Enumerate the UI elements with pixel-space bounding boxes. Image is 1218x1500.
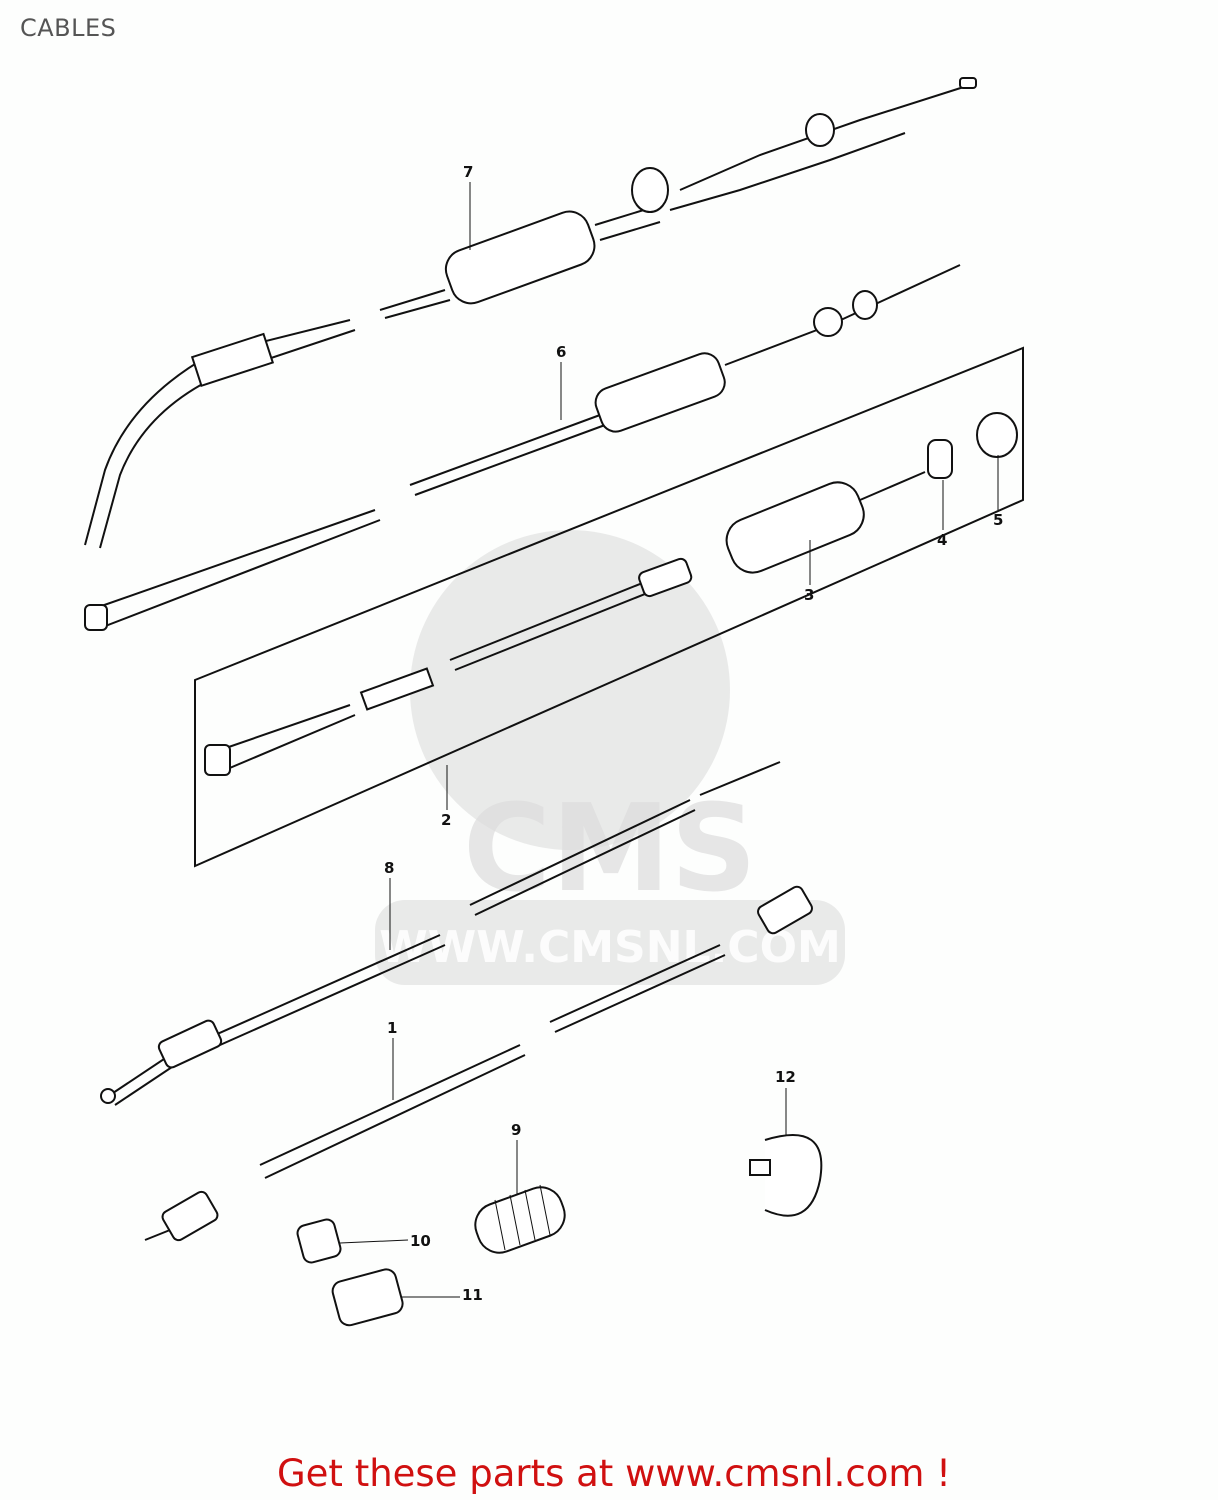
part-6-cable[interactable]: 6 [84, 264, 961, 631]
callout-4: 4 [937, 531, 947, 549]
part-10-sleeve[interactable]: 10 [296, 1218, 431, 1265]
part-12-clamp[interactable]: 12 [749, 1068, 823, 1217]
part-5-cap[interactable]: 5 [976, 412, 1018, 529]
callout-7: 7 [463, 163, 473, 181]
part-7-throttle-cable[interactable]: 7 [84, 77, 977, 549]
callout-2: 2 [441, 811, 451, 829]
part-3-adjuster-boot[interactable]: 3 [720, 471, 926, 604]
callout-6: 6 [556, 343, 566, 361]
part-8-cable[interactable]: 8 [100, 761, 781, 1106]
footer-link[interactable]: Get these parts at www.cmsnl.com ! [276, 1452, 951, 1495]
callout-9: 9 [511, 1121, 521, 1139]
callout-12: 12 [775, 1068, 796, 1086]
watermark-url: WWW.CMSNL.COM [379, 922, 841, 973]
group-outline [194, 346, 1024, 868]
part-9-spring[interactable]: 9 [469, 1121, 571, 1259]
part-2-cable[interactable]: 2 [204, 557, 693, 829]
callout-5: 5 [993, 511, 1003, 529]
part-1-speedometer-cable[interactable]: 1 [144, 885, 814, 1243]
page-title: CABLES [20, 14, 117, 42]
callout-8: 8 [384, 859, 394, 877]
callout-1: 1 [387, 1019, 397, 1037]
cms-watermark: CMS WWW.CMSNL.COM [375, 530, 845, 985]
callout-3: 3 [804, 586, 814, 604]
part-4-nipple[interactable]: 4 [927, 439, 953, 549]
callout-11: 11 [462, 1286, 483, 1304]
callout-10: 10 [410, 1232, 431, 1250]
part-11-sleeve[interactable]: 11 [330, 1267, 483, 1327]
